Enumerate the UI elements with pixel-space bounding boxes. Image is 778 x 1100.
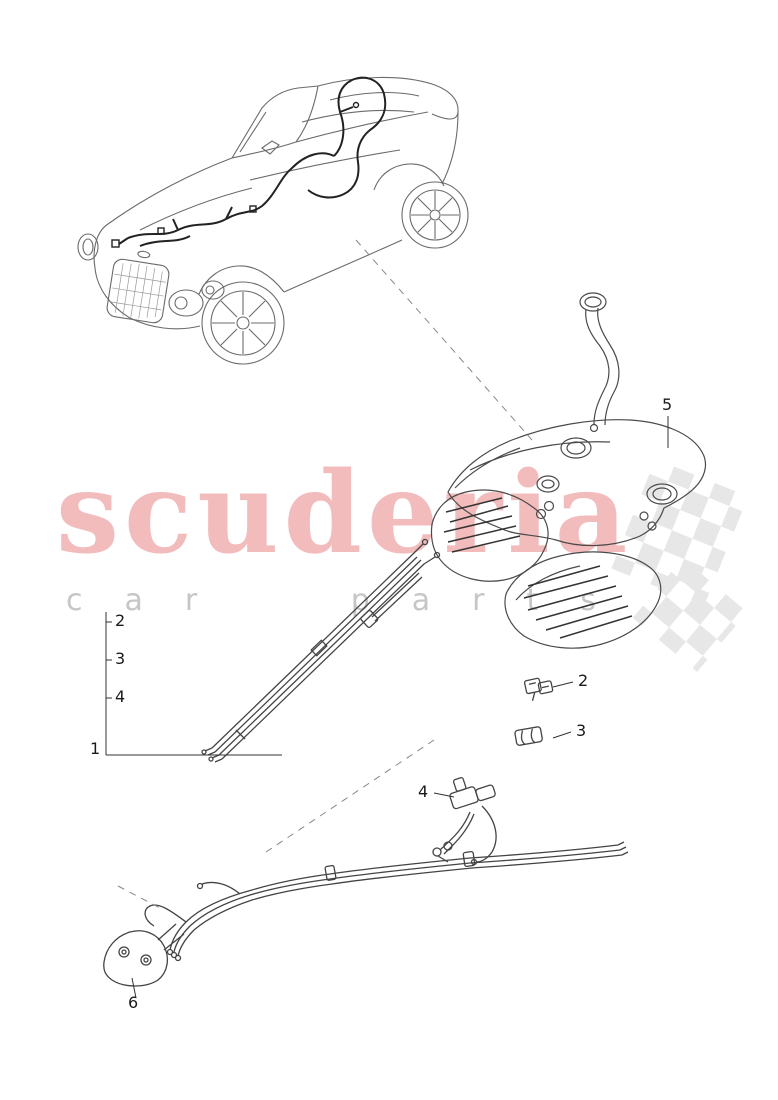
fuel-line-group-upper [201, 538, 441, 763]
callout-clip-lower-3: 3 [576, 721, 587, 740]
callout-assembly-1: 1 [90, 739, 101, 758]
callout-group-3: 3 [115, 649, 126, 668]
checkered-flag-watermark [611, 458, 749, 672]
headlights [77, 233, 225, 317]
fuel-tank-drawing [430, 292, 707, 649]
fuel-line-group-lower [144, 841, 629, 962]
filler-neck [579, 292, 620, 426]
front-wheel [201, 281, 285, 365]
mount-bracket-part [103, 923, 185, 987]
callout-clip-upper-2: 2 [578, 671, 589, 690]
rear-wheel [401, 181, 469, 249]
car-outline-drawing [77, 76, 469, 365]
dashed-reference-lines [117, 239, 533, 909]
callout-group-2: 2 [115, 611, 126, 630]
watermark-brand: scuderia [56, 448, 633, 579]
callout-bracket-6: 6 [128, 993, 139, 1012]
pump-flanges [535, 423, 678, 531]
callout-valve-4: 4 [418, 782, 429, 801]
valve-part [432, 777, 497, 866]
callout-leader-lines [105, 416, 669, 999]
callout-fuel-tank-5: 5 [662, 395, 673, 414]
clip-part-upper [523, 677, 554, 702]
callout-group-4: 4 [115, 687, 126, 706]
fuel-line-harness-on-car [111, 76, 387, 248]
grille [106, 250, 170, 324]
clip-part-lower [514, 726, 543, 746]
